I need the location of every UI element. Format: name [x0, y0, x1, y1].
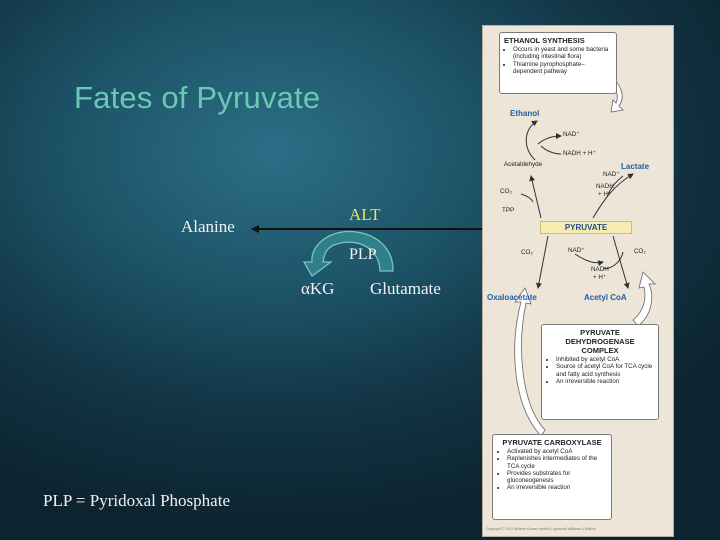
- pdh-box-item: Inhibited by acetyl CoA: [556, 356, 653, 363]
- co2-label: CO₂: [500, 188, 512, 195]
- akg-label: αKG: [301, 279, 335, 298]
- pdh-box-title: PYRUVATE DEHYDROGENASE COMPLEX: [565, 328, 635, 355]
- co2-label-2: CO₂: [521, 249, 533, 256]
- slide-title: Fates of Pyruvate: [74, 80, 321, 115]
- pyruvate-dehydrogenase-box: PYRUVATE DEHYDROGENASE COMPLEX Inhibited…: [541, 324, 659, 420]
- ethanol-box-item: Occurs in yeast and some bacteria (inclu…: [513, 46, 612, 61]
- ethanol-synthesis-box: ETHANOL SYNTHESIS Occurs in yeast and so…: [499, 32, 617, 94]
- oxaloacetate-label: Oxaloacetate: [487, 293, 537, 302]
- alanine-label: Alanine: [181, 217, 235, 236]
- co2-label-3: CO₂: [634, 248, 646, 255]
- ethanol-label: Ethanol: [510, 109, 540, 118]
- figure-credit: Copyright © 2011 Wolters Kluwer Health |…: [486, 527, 596, 531]
- pc-box-item: Replenishes intermediates of the TCA cyc…: [507, 455, 606, 470]
- pyruvate-carboxylase-box: PYRUVATE CARBOXYLASE Activated by acetyl…: [492, 434, 612, 520]
- pc-box-item: An irreversible reaction: [507, 484, 606, 491]
- nadh-stack-label-2: NADH: [591, 266, 609, 273]
- footnote: PLP = Pyridoxal Phosphate: [43, 491, 230, 510]
- nad-label-3: NAD⁺: [568, 247, 585, 254]
- pc-box-title: PYRUVATE CARBOXYLASE: [502, 438, 602, 447]
- lactate-label: Lactate: [621, 162, 650, 171]
- plp-label: PLP: [349, 246, 377, 263]
- ethanol-synthesis-title: ETHANOL SYNTHESIS: [504, 36, 585, 45]
- nad-label-2: NAD⁺: [603, 171, 620, 178]
- h-plus-label-2: + H⁺: [593, 274, 607, 281]
- figure-arrows: [514, 73, 656, 437]
- pdh-box-item: Source of acetyl CoA for TCA cycle and f…: [556, 363, 653, 378]
- nadh-label: NADH + H⁺: [563, 150, 596, 157]
- pyruvate-node: PYRUVATE: [540, 221, 632, 234]
- glutamate-to-akg-arrow: [302, 230, 394, 277]
- pdh-box-item: An irreversible reaction: [556, 378, 653, 385]
- acetyl-coa-label: Acetyl CoA: [584, 293, 627, 302]
- pc-box-item: Provides substrates for gluconeogenesis: [507, 470, 606, 485]
- ethanol-box-item: Thiamine pyrophosphate– dependent pathwa…: [513, 61, 612, 76]
- pc-box-item: Activated by acetyl CoA: [507, 448, 606, 455]
- nadh-stack-label: NADH: [596, 183, 614, 190]
- tpp-label: TPP: [502, 207, 515, 214]
- pyruvate-fates-figure: ETHANOL SYNTHESIS Occurs in yeast and so…: [482, 25, 674, 537]
- alt-label: ALT: [349, 205, 381, 224]
- glutamate-label: Glutamate: [370, 279, 441, 298]
- nad-label: NAD⁺: [563, 131, 580, 138]
- acetaldehyde-label: Acetaldehyde: [504, 161, 543, 168]
- h-plus-label: + H⁺: [598, 191, 612, 198]
